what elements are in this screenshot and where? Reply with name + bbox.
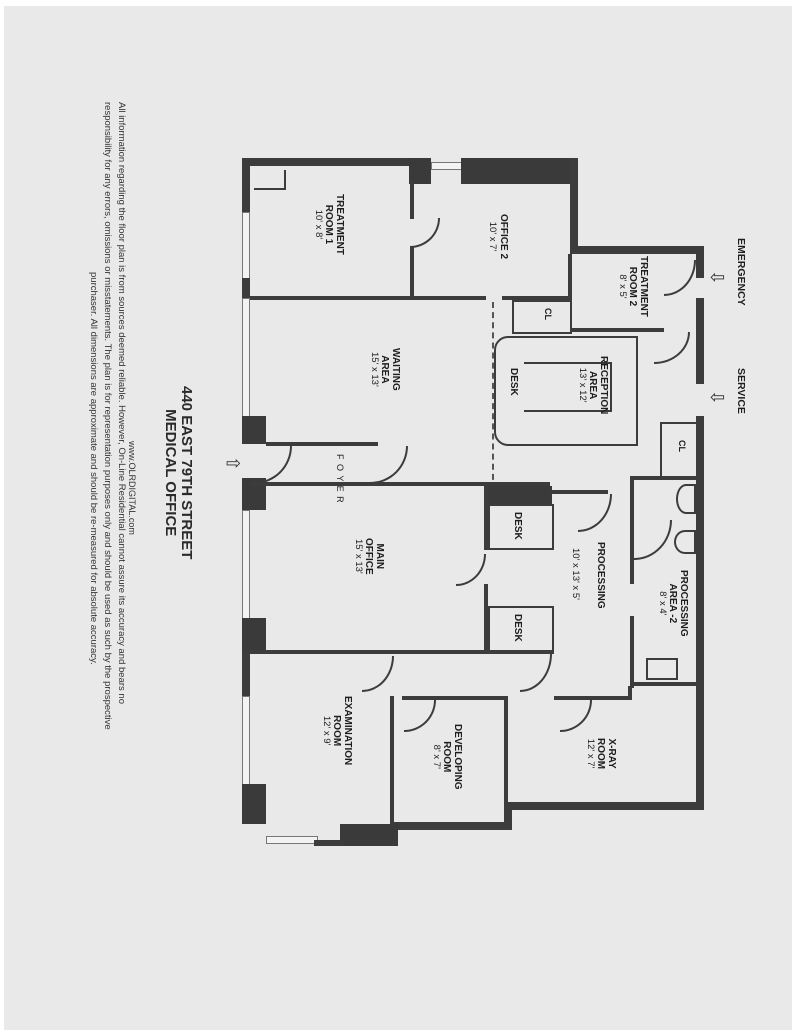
wall — [696, 246, 704, 278]
door-swing — [362, 656, 394, 692]
wall — [570, 158, 578, 252]
wall — [504, 802, 704, 810]
wall — [628, 686, 632, 700]
disclaimer-line-3: purchaser. All dimensions are approximat… — [88, 272, 100, 665]
wall — [250, 650, 554, 654]
toilet-icon — [676, 484, 696, 514]
door-swing — [578, 494, 612, 532]
room-processing: PROCESSING — [595, 542, 606, 609]
wall — [390, 696, 394, 826]
column — [340, 824, 398, 846]
wall — [250, 482, 550, 486]
disclaimer-block: All information regarding the floor plan… — [87, 102, 128, 730]
emergency-entrance-label: EMERGENCY — [735, 238, 747, 306]
door-swing — [456, 554, 486, 586]
room-treatment-room-2: TREATMENT ROOM 2 8' x 5' — [617, 256, 649, 317]
window — [266, 836, 318, 844]
room-reception-area: RECEPTION AREA 13' x 12' — [577, 356, 609, 415]
wall — [502, 296, 568, 300]
sink-icon — [646, 658, 678, 680]
room-processing-area-2: PROCESSING AREA -2 8' x 4' — [657, 570, 689, 637]
wall — [572, 328, 664, 332]
reception-desk — [494, 336, 638, 446]
door-swing — [410, 218, 440, 248]
room-office-2: OFFICE 2 10' x 7' — [487, 214, 510, 260]
wall — [484, 486, 488, 550]
door-swing — [634, 520, 672, 560]
closet-label: CL — [543, 308, 553, 320]
window — [242, 298, 250, 420]
room-processing-dims: 10' x 13' x 5' — [570, 548, 581, 600]
closet-fixture — [512, 300, 572, 334]
wall — [630, 476, 696, 480]
title-line-2: MEDICAL OFFICE — [162, 409, 180, 537]
dashed-divider — [492, 302, 494, 490]
room-waiting-area: WAITING AREA 15' x 13' — [369, 348, 401, 391]
disclaimer-line-2: responsibility for any errors, omissions… — [102, 102, 114, 730]
title-line-1: 440 EAST 79TH STREET — [178, 386, 195, 560]
desk-fixture — [488, 504, 554, 550]
door-swing — [654, 332, 690, 364]
room-developing-room: DEVELOPING ROOM 8' x 7' — [431, 724, 463, 790]
room-treatment-room-1: TREATMENT ROOM 1 10' x 8' — [313, 194, 345, 255]
wall — [630, 682, 696, 686]
window — [431, 162, 463, 170]
door-swing — [520, 654, 552, 692]
wall — [554, 696, 632, 700]
wall — [242, 278, 250, 298]
desk-label: DESK — [512, 614, 523, 642]
column — [242, 618, 266, 652]
wall — [410, 181, 414, 219]
service-entrance-label: SERVICE — [735, 368, 747, 414]
desk-label: DESK — [512, 512, 523, 540]
wall — [696, 298, 704, 384]
website-text: www.OLRDIGITAL.com — [127, 441, 137, 535]
reception-desk-inner — [524, 362, 612, 412]
wall — [250, 296, 486, 300]
sink-icon — [674, 530, 696, 554]
arrow-right-icon: ⇨ — [226, 453, 242, 473]
door-swing — [664, 260, 696, 296]
wall — [570, 246, 704, 254]
page-title: 440 EAST 79TH STREET MEDICAL OFFICE — [162, 386, 195, 560]
door-swing — [370, 446, 408, 484]
wall — [410, 246, 414, 296]
room-main-office: MAIN OFFICE 15' x 13' — [353, 538, 385, 575]
room-xray-room: X-RAY ROOM 12' x 7' — [585, 738, 617, 770]
window — [242, 510, 250, 622]
disclaimer-line-1: All information regarding the floor plan… — [116, 102, 127, 704]
desk-label: DESK — [508, 368, 519, 396]
wall — [630, 616, 634, 688]
window — [242, 696, 250, 788]
wall — [568, 254, 572, 302]
wall — [314, 840, 344, 846]
wall — [504, 696, 508, 806]
closet-label: CL — [677, 440, 687, 452]
column — [242, 784, 266, 824]
wall — [696, 416, 704, 808]
scanned-page: All information regarding the floor plan… — [4, 6, 792, 1030]
wall — [504, 802, 512, 830]
wall — [266, 442, 378, 446]
wall — [390, 822, 512, 830]
wall — [242, 158, 250, 212]
column — [409, 158, 431, 184]
wall — [242, 158, 412, 166]
arrow-left-icon: ⇦ — [710, 267, 726, 287]
column — [488, 486, 552, 504]
wall — [242, 652, 250, 696]
window — [242, 212, 250, 280]
room-foyer: F O Y E R — [335, 454, 345, 504]
wall — [402, 696, 506, 700]
arrow-left-icon: ⇦ — [710, 387, 726, 407]
wall — [550, 490, 608, 494]
column — [461, 158, 577, 184]
wall — [630, 476, 634, 584]
closet-fixture — [254, 170, 286, 190]
door-swing — [254, 446, 292, 484]
door-swing — [560, 700, 592, 732]
room-examination-room: EXAMINATION ROOM 12' x 9' — [321, 696, 353, 766]
column — [242, 416, 266, 444]
wall — [484, 584, 488, 652]
